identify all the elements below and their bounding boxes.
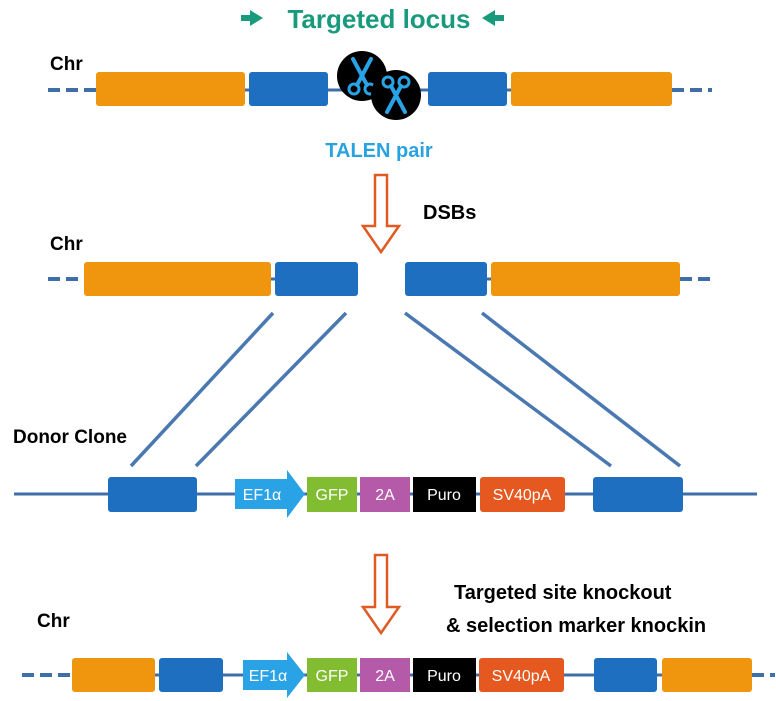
homologous-recombination-lines [129, 311, 682, 468]
t2a-label: 2A [375, 668, 395, 685]
donor-clone-row: Donor Clone EF1α GFP 2A Puro SV40pA [13, 427, 757, 518]
result-label-line-1: Targeted site knockout [454, 582, 672, 604]
down-arrow-icon [360, 173, 402, 255]
orange-exon [84, 262, 271, 296]
blue-homology-arm [249, 72, 328, 106]
sv40pa-box [480, 477, 565, 512]
sv40pa-label: SV40pA [493, 487, 552, 504]
title: Targeted locus [287, 4, 470, 34]
down-arrow-icon [360, 553, 402, 636]
arrow-right-icon [241, 10, 263, 26]
blue-homology-arm [275, 262, 358, 296]
blue-homology-arm [594, 658, 657, 692]
promoter-label: EF1α [243, 487, 282, 504]
orange-exon [96, 72, 245, 106]
promoter-arrow [235, 470, 305, 518]
arrow-left-icon [482, 10, 504, 26]
orange-exon [72, 658, 155, 692]
blue-homology-arm [405, 262, 487, 296]
puro-box [413, 477, 476, 512]
orange-exon [511, 72, 672, 106]
chr-label-2: Chr [50, 234, 83, 255]
puro-box [413, 658, 476, 692]
chr-label-1: Chr [50, 54, 83, 75]
dsbs-label: DSBs [423, 202, 476, 224]
blue-homology-arm [593, 477, 683, 512]
orange-exon [662, 658, 752, 692]
gfp-box [307, 658, 357, 692]
chromosome-row-2: Chr [48, 234, 716, 296]
promoter-label: EF1α [249, 668, 288, 685]
talen-pair-label: TALEN pair [325, 140, 433, 162]
t2a-box [360, 477, 410, 512]
chr-label-3: Chr [37, 611, 70, 632]
gfp-label: GFP [316, 487, 349, 504]
chromosome-row-final: Chr EF1α GFP 2A Puro SV40pA [22, 611, 775, 698]
orange-exon [491, 262, 680, 296]
donor-clone-label: Donor Clone [13, 427, 127, 448]
sv40pa-box [479, 658, 564, 692]
t2a-box [360, 658, 410, 692]
puro-label: Puro [427, 668, 461, 685]
gfp-box [307, 477, 357, 512]
scissors-icon [371, 70, 421, 120]
chromosome-row-1: Chr TALEN pair [48, 51, 712, 162]
gfp-label: GFP [316, 668, 349, 685]
t2a-label: 2A [375, 487, 395, 504]
result-label-line-2: & selection marker knockin [446, 615, 706, 637]
promoter-arrow [243, 652, 305, 698]
title-group: Targeted locus [241, 4, 504, 34]
puro-label: Puro [427, 487, 461, 504]
sv40pa-label: SV40pA [492, 668, 551, 685]
blue-homology-arm [428, 72, 507, 106]
blue-homology-arm [159, 658, 223, 692]
blue-homology-arm [108, 477, 197, 512]
